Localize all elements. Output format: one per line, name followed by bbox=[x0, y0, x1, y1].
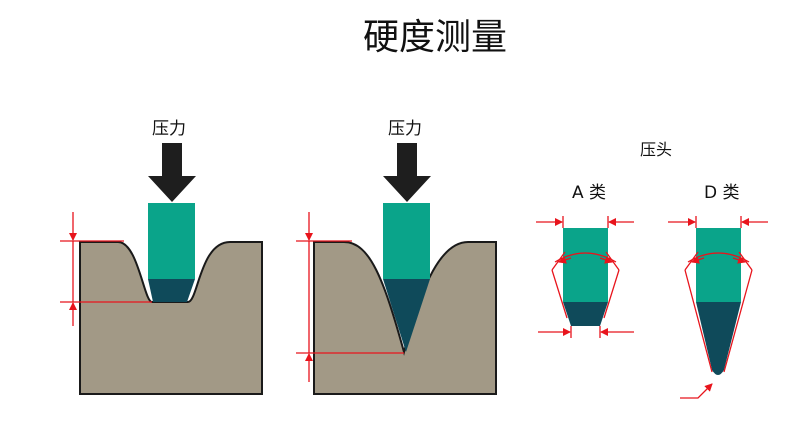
type-d-body bbox=[696, 228, 741, 302]
force-label-middle: 压力 bbox=[388, 119, 422, 139]
depth-dimension-middle bbox=[296, 212, 404, 382]
type-d-tip bbox=[696, 302, 741, 375]
indenter-body-left bbox=[148, 203, 195, 279]
type-a-dimensions bbox=[536, 216, 634, 338]
force-arrow-middle bbox=[383, 143, 431, 202]
type-a-label: A 类 bbox=[572, 183, 607, 203]
force-arrow-left bbox=[148, 143, 196, 202]
material-block-left bbox=[79, 241, 263, 395]
indenter-tip-middle bbox=[383, 279, 430, 352]
left-indentation-diagram bbox=[60, 143, 263, 395]
type-a-indenter bbox=[536, 216, 634, 338]
type-a-tip bbox=[563, 302, 608, 326]
indenter-label: 压头 bbox=[640, 140, 673, 159]
depth-dimension-left bbox=[60, 212, 152, 326]
indenter-body-middle bbox=[383, 203, 430, 279]
page-title: 硬度测量 bbox=[362, 17, 507, 58]
type-d-indenter bbox=[668, 216, 768, 399]
type-a-body bbox=[563, 228, 608, 302]
type-d-label: D 类 bbox=[704, 183, 740, 203]
middle-indentation-diagram bbox=[296, 143, 497, 395]
type-d-dimensions bbox=[668, 216, 768, 399]
indenter-tip-left bbox=[148, 279, 195, 302]
force-label-left: 压力 bbox=[152, 119, 186, 139]
